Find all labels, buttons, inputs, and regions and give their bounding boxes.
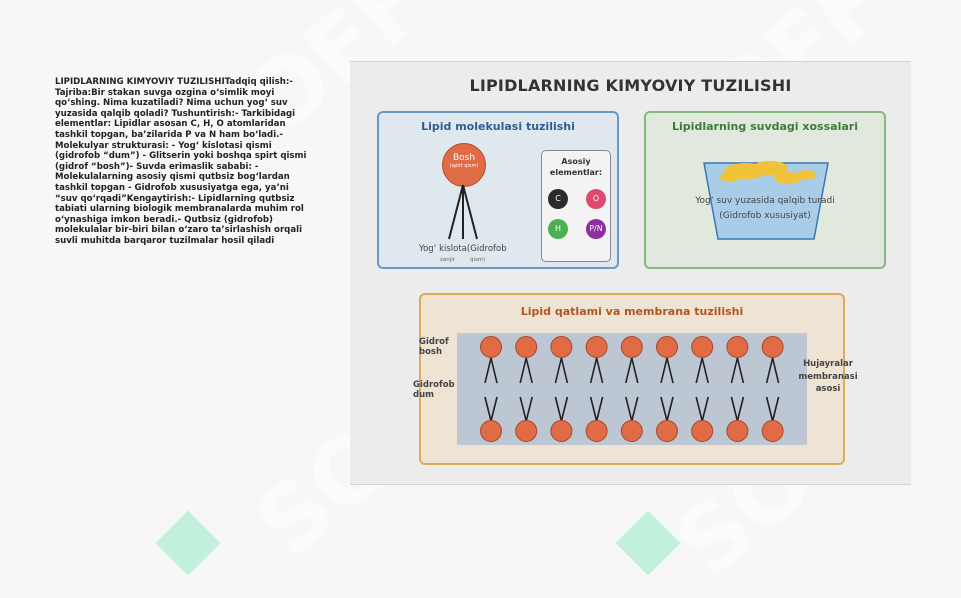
tail-side-label: Gidrofob dum	[413, 380, 455, 400]
lipid-tail-top	[736, 357, 745, 384]
lipid-tail-bottom	[560, 396, 569, 422]
lipid-head-top	[550, 336, 573, 358]
lipid-tail-top	[490, 357, 498, 384]
lipid-tail-bottom	[765, 396, 774, 422]
slide-image: LIPIDLARNING KIMYOVIY TUZILISHI Lipid mo…	[350, 61, 911, 485]
lesson-text: LIPIDLARNING KIMYOVIY TUZILISHITadqiq qi…	[55, 77, 307, 246]
lipid-tail-top	[560, 357, 569, 384]
head-side-label: Gidrof bosh	[419, 337, 449, 357]
lipid-head-top	[480, 336, 502, 358]
lipid-head-bottom	[656, 420, 678, 442]
lipid-tail-top	[701, 357, 709, 384]
lipid-tail-top	[666, 357, 674, 384]
lipid-tail-top	[765, 357, 774, 384]
panel-title: Lipidlarning suvdagi xossalari	[672, 120, 858, 133]
lipid-head-bottom	[620, 420, 643, 442]
lipid-tail-top	[589, 357, 598, 384]
lipid-tail-bottom	[631, 396, 639, 422]
lipid-head-top	[656, 336, 678, 358]
lipid-tail-bottom	[660, 396, 668, 422]
lipid-head-top	[691, 336, 714, 358]
lipid-tail-bottom	[625, 396, 633, 422]
atom-h: H	[548, 219, 568, 239]
lipid-tail-top	[771, 357, 780, 384]
lipid-tail-bottom	[589, 396, 598, 422]
atom-c: C	[548, 189, 568, 209]
lipid-head-bottom	[550, 420, 573, 442]
lipid-tail-top	[554, 357, 563, 384]
lipid-head-bottom	[691, 420, 714, 442]
membrane-bilayer	[457, 333, 807, 445]
lipid-tail-bottom	[595, 396, 604, 422]
membrane-basis-label: Hujayralar membranasi asosi	[798, 359, 858, 394]
lipid-tail-bottom	[519, 396, 527, 422]
lipid-tail-bottom	[771, 396, 780, 422]
tail-label: Yog‘ kislota(Gidrofob	[419, 244, 507, 254]
lipid-tail-bottom	[554, 396, 563, 422]
lipid-tail-bottom	[701, 396, 709, 422]
lipid-tail-bottom	[695, 396, 703, 422]
lipid-head-bottom	[726, 420, 749, 442]
lipid-head-circle: Bosh (spirt qism)	[442, 143, 486, 187]
water-property-line: Yog‘ suv yuzasida qalqib turadi	[695, 196, 835, 206]
bilayer-lipids	[480, 336, 784, 442]
lipid-head-top	[726, 336, 749, 358]
lipid-tail-top	[525, 357, 533, 384]
atom-o: O	[586, 189, 606, 209]
elements-title: Asosiy elementlar:	[549, 157, 603, 177]
lipid-head-bottom	[585, 420, 608, 442]
lipid-tail-top	[660, 357, 668, 384]
lipid-head-top	[515, 336, 538, 358]
membrane-panel: Lipid qatlami va membrana tuzilishi Gidr…	[413, 293, 858, 465]
lipid-head-top	[761, 336, 784, 358]
lipid-tail-top	[730, 357, 739, 384]
slide-title: LIPIDLARNING KIMYOVIY TUZILISHI	[469, 76, 792, 95]
water-basin-icon	[703, 161, 829, 240]
lipid-tail-top	[519, 357, 527, 384]
lipid-tail-top	[595, 357, 604, 384]
lipid-tail-top	[484, 357, 492, 384]
panel-title: Lipid qatlami va membrana tuzilishi	[520, 305, 744, 318]
elements-legend: Asosiy elementlar: C O H P/N	[541, 150, 611, 262]
lipid-tail-top	[695, 357, 703, 384]
head-label: Bosh	[452, 153, 476, 163]
lipid-tail-top	[625, 357, 633, 384]
lipid-tail-bottom	[736, 396, 745, 422]
lipid-tail-top	[631, 357, 639, 384]
tail-sublabel: zanjir	[440, 257, 456, 263]
atom-pn: P/N	[586, 219, 606, 239]
lipid-head-top	[620, 336, 643, 358]
lipid-tail-bottom	[525, 396, 533, 422]
watermark-diamond-icon	[155, 510, 221, 576]
lipid-head-bottom	[480, 420, 502, 442]
tail-sublabel: qism)	[470, 257, 486, 263]
lipid-tail-bottom	[490, 396, 498, 422]
lipid-tail-bottom	[666, 396, 674, 422]
lipid-tail-lines	[448, 185, 478, 240]
water-property-line: (Gidrofob xususiyat)	[719, 211, 811, 221]
water-properties-panel: Lipidlarning suvdagi xossalari Yog‘ suv …	[644, 111, 886, 269]
lipid-tail-bottom	[730, 396, 739, 422]
lipid-head-bottom	[761, 420, 784, 442]
lipid-head-top	[585, 336, 608, 358]
molecule-structure-panel: Lipid molekulasi tuzilishi Bosh (spirt q…	[377, 111, 619, 269]
lipid-head-bottom	[515, 420, 538, 442]
watermark-diamond-icon	[615, 510, 681, 576]
lipid-tail-bottom	[484, 396, 492, 422]
head-sublabel: (spirt qism)	[449, 163, 479, 169]
panel-title: Lipid molekulasi tuzilishi	[421, 120, 575, 133]
